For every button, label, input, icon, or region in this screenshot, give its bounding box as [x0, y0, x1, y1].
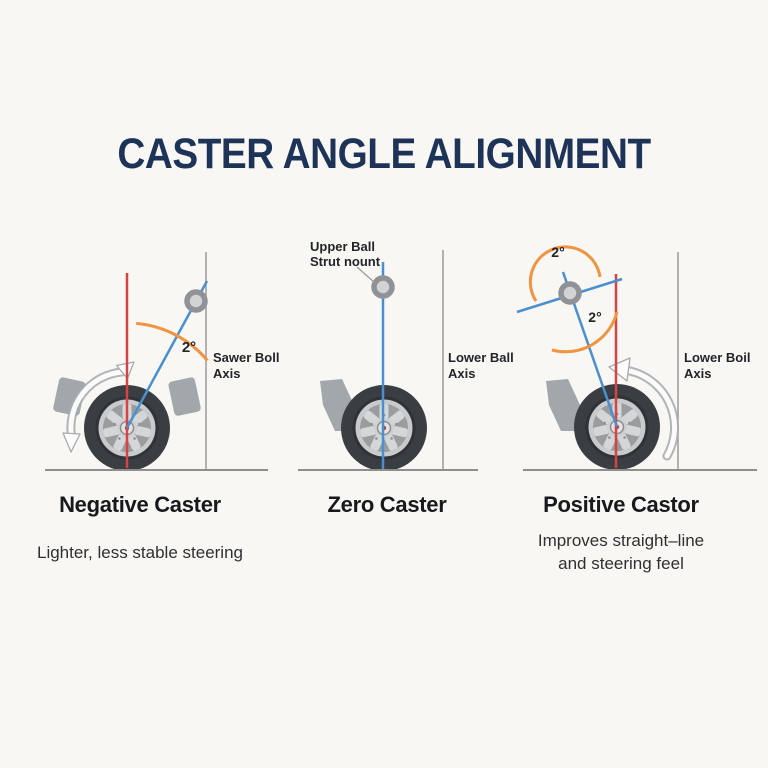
caption-positive-castor: Positive Castor — [481, 492, 761, 518]
axis-label-line2: Axis — [684, 366, 711, 381]
caption-negative-caster: Negative Caster — [0, 492, 280, 518]
rotation-arrow-icon — [608, 357, 680, 461]
panel-heading: Negative Caster — [59, 492, 221, 517]
axis-label-line2: Axis — [213, 366, 240, 381]
angle-arc-upper — [528, 245, 602, 302]
axis-label-line1: Lower Ball — [448, 350, 514, 365]
ball-joint-icon — [184, 289, 208, 313]
panel-positive-castor: 2° 2° Lower Boil Axis — [516, 244, 757, 471]
caption-zero-caster: Zero Caster — [247, 492, 527, 518]
panel-heading: Zero Caster — [327, 492, 447, 517]
upper-ball-label-line2: Strut nount — [310, 254, 381, 269]
upper-ball-label-line1: Upper Ball — [310, 239, 375, 254]
angle-value-label-lower: 2° — [588, 309, 601, 325]
axis-label-line2: Axis — [448, 366, 475, 381]
caption-positive-subtitle: Improves straight–line and steering feel — [481, 529, 761, 575]
caption-negative-subtitle: Lighter, less stable steering — [0, 541, 280, 564]
ball-joint-icon — [371, 275, 395, 299]
angle-arc — [136, 321, 209, 362]
steering-knuckle — [546, 379, 581, 431]
panel-subtitle-line1: Improves straight–line — [537, 531, 705, 550]
axis-label-line1: Lower Boil — [684, 350, 750, 365]
ball-joint-icon — [558, 281, 582, 305]
suspension-bracket-right — [168, 377, 201, 416]
angle-value-label: 2° — [182, 339, 196, 356]
panel-heading: Positive Castor — [543, 492, 699, 517]
panel-negative-caster: 2° Sawer Boll Axis — [45, 252, 279, 472]
panel-subtitle: Lighter, less stable steering — [36, 543, 243, 562]
angle-value-label-upper: 2° — [551, 244, 564, 260]
label-leader-line — [356, 266, 376, 284]
panel-subtitle-line2: and steering feel — [558, 554, 684, 573]
panel-zero-caster: Upper Ball Strut nount Lower Ball Axis — [298, 239, 514, 472]
page-title: CASTER ANGLE ALIGNMENT — [117, 130, 651, 178]
angle-arc-lower — [551, 311, 619, 354]
axis-label-line1: Sawer Boll — [213, 350, 279, 365]
rotation-arrow-icon — [62, 361, 135, 453]
